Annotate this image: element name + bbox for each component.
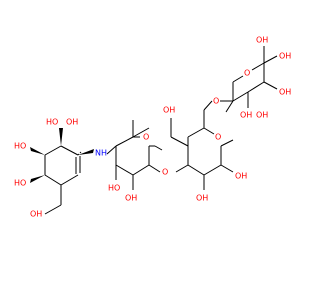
- ring2-substituent-bonds: [106, 145, 161, 190]
- label-ho-left-1: HO: [14, 142, 26, 151]
- label-oh-ch2-top: OH: [163, 106, 175, 115]
- label-link-o-2: O: [213, 97, 219, 106]
- label-oh-4-a: OH: [279, 52, 291, 61]
- ring4-substituent-bonds: [225, 46, 278, 113]
- label-ring4-o: O: [244, 69, 250, 78]
- pyranose-ring-2: [115, 120, 163, 176]
- label-oh-4-c: OH: [240, 111, 252, 120]
- ring1-substituent-bonds: [30, 128, 94, 215]
- label-oh-mid-2: OH: [125, 194, 137, 203]
- label-oh-4-top: OH: [256, 36, 268, 45]
- label-oh-3a: OH: [196, 194, 208, 203]
- label-oh-top-2: OH: [66, 118, 78, 127]
- linker-bonds: [203, 100, 233, 111]
- label-ho-mid-1: HO: [108, 184, 120, 193]
- chemical-structure-diagram: HO OH HO HO OH N H O HO OH O OH O OH OH …: [14, 36, 291, 219]
- label-n-h: H: [101, 149, 107, 158]
- label-link-o-1: O: [162, 168, 168, 177]
- label-oh-3b: OH: [235, 172, 247, 181]
- ring3-substituent-bonds: [170, 110, 234, 190]
- label-oh-4-b: OH: [279, 88, 291, 97]
- label-ho-top-1: HO: [46, 118, 58, 127]
- label-oh-bottom: OH: [30, 210, 42, 219]
- pyranose-ring-4: [232, 62, 265, 102]
- label-n: N: [95, 149, 101, 158]
- cyclohexene-ring: [44, 145, 81, 186]
- label-ring3-o: O: [215, 133, 221, 142]
- pyranose-ring-3: [170, 127, 222, 176]
- label-ho-left-2: HO: [14, 179, 26, 188]
- label-oh-4-d: OH: [256, 111, 268, 120]
- atom-labels: HO OH HO HO OH N H O HO OH O OH O OH OH …: [14, 36, 291, 219]
- label-ring2-o: O: [143, 133, 149, 142]
